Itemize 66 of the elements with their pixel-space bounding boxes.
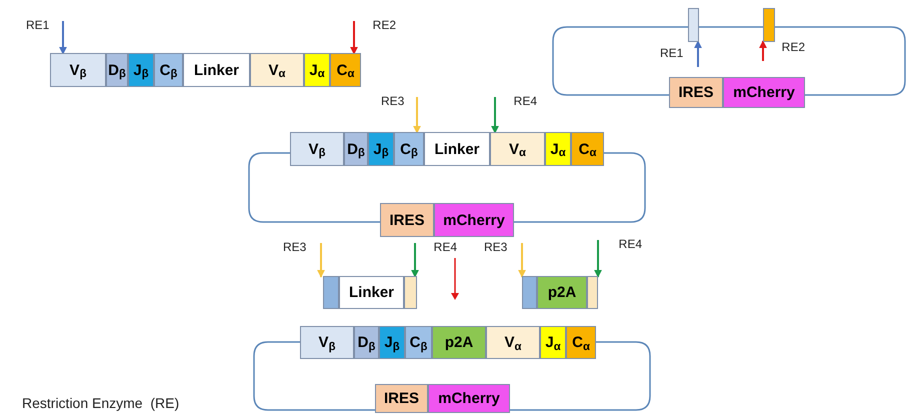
cut-site-arrow xyxy=(317,243,325,278)
gene-segment: D$_{β}$ xyxy=(344,132,368,166)
enzyme-label: RE3 xyxy=(381,94,417,112)
gene-segment: mCherry xyxy=(434,203,514,237)
plasmid-backbone xyxy=(699,26,763,28)
gene-segment: p2A xyxy=(537,276,587,309)
gene-segment: V$_{β}$ xyxy=(300,326,354,359)
gene-segment: C$_{β}$ xyxy=(394,132,424,166)
enzyme-label: RE1 xyxy=(660,46,698,68)
gene-segment: V$_{α}$ xyxy=(250,53,304,87)
restriction-site-box xyxy=(323,276,339,309)
gene-segment: V$_{β}$ xyxy=(290,132,344,166)
plasmid-backbone xyxy=(510,341,651,411)
gene-segment: Linker xyxy=(424,132,490,166)
plasmid-backbone xyxy=(253,341,375,411)
restriction-site-box xyxy=(404,276,417,309)
plasmid-backbone xyxy=(552,26,688,96)
legend-note: Restriction Enzyme (RE) xyxy=(22,394,180,413)
cut-site-arrow xyxy=(759,40,767,61)
cut-site-arrow xyxy=(411,243,419,278)
gene-segment: IRES xyxy=(375,384,428,413)
gene-segment: IRES xyxy=(380,203,434,237)
gene-segment: C$_{β}$ xyxy=(405,326,432,359)
enzyme-label: RE4 xyxy=(598,237,642,255)
gene-segment: Linker xyxy=(183,53,250,87)
gene-segment: p2A xyxy=(432,326,486,359)
cut-site-arrow xyxy=(518,243,526,278)
gene-segment: V$_{β}$ xyxy=(50,53,106,87)
gene-segment: J$_{β}$ xyxy=(379,326,405,359)
gene-segment: mCherry xyxy=(723,77,805,108)
gene-segment: J$_{α}$ xyxy=(545,132,571,166)
restriction-site-box xyxy=(763,8,775,42)
enzyme-label: RE2 xyxy=(354,18,396,36)
gene-segment: V$_{α}$ xyxy=(486,326,540,359)
cut-site-arrow xyxy=(491,97,499,134)
cut-site-arrow xyxy=(594,240,602,278)
enzyme-label: RE3 xyxy=(484,240,522,258)
gene-segment: D$_{β}$ xyxy=(106,53,128,87)
cut-site-arrow xyxy=(413,97,421,134)
enzyme-label: RE1 xyxy=(26,18,63,36)
restriction-site-box xyxy=(522,276,537,309)
cut-site-arrow xyxy=(694,40,702,67)
gene-segment: C$_{α}$ xyxy=(566,326,596,359)
gene-segment: C$_{α}$ xyxy=(571,132,604,166)
cut-site-arrow xyxy=(59,21,67,55)
gene-segment: J$_{β}$ xyxy=(128,53,154,87)
gene-segment: J$_{α}$ xyxy=(304,53,330,87)
enzyme-label: RE4 xyxy=(415,240,457,258)
enzyme-label: RE3 xyxy=(283,240,321,258)
plasmid-backbone xyxy=(775,26,906,96)
gene-segment: J$_{α}$ xyxy=(540,326,566,359)
gene-segment: V$_{α}$ xyxy=(490,132,545,166)
gene-segment: mCherry xyxy=(428,384,510,413)
gene-segment: C$_{β}$ xyxy=(154,53,183,87)
gene-segment: IRES xyxy=(669,77,723,108)
restriction-site-box xyxy=(587,276,598,309)
plasmid-backbone xyxy=(514,152,646,223)
gene-segment: D$_{β}$ xyxy=(354,326,379,359)
plasmid-backbone xyxy=(248,152,380,223)
gene-segment: J$_{β}$ xyxy=(368,132,394,166)
enzyme-label: RE2 xyxy=(763,40,805,62)
restriction-site-box xyxy=(688,8,699,42)
gene-segment: Linker xyxy=(339,276,404,309)
cut-site-arrow xyxy=(350,21,358,55)
enzyme-label: RE4 xyxy=(495,94,537,112)
gene-segment: C$_{α}$ xyxy=(330,53,361,87)
